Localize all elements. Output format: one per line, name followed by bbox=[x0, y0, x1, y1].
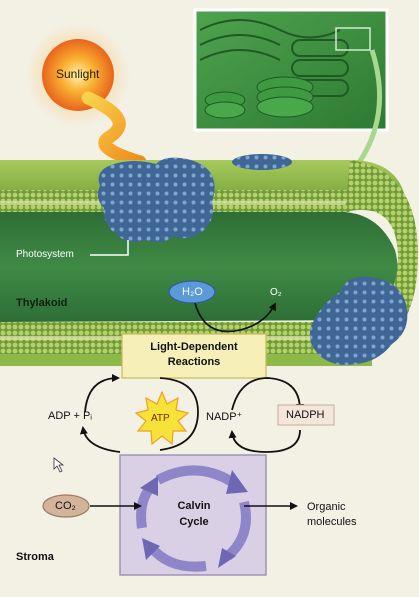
o2-label: O₂ bbox=[270, 287, 282, 298]
light-reactions-subtitle: Reactions bbox=[167, 356, 221, 368]
starburst-icon bbox=[134, 390, 190, 446]
nadp-label: NADP⁺ bbox=[206, 411, 243, 423]
sun-icon bbox=[42, 39, 114, 111]
h2o-badge bbox=[168, 280, 216, 304]
co2-badge bbox=[42, 494, 90, 518]
cursor-arrow-icon bbox=[53, 457, 65, 473]
h2o-label: H₂O bbox=[182, 286, 203, 298]
co2-label: CO₂ bbox=[55, 500, 76, 512]
atp-synthase-protein bbox=[309, 276, 408, 365]
calvin-title: Calvin bbox=[177, 500, 211, 512]
nadph-box bbox=[277, 404, 335, 426]
light-reactions-title: Light-Dependent bbox=[150, 341, 238, 353]
adp-pi-label: ADP + Pᵢ bbox=[48, 410, 93, 422]
photosystem-protein bbox=[97, 157, 215, 243]
sunlight-label: Sunlight bbox=[56, 67, 100, 81]
chloroplast-inset bbox=[193, 8, 389, 132]
nadph-label: NADPH bbox=[286, 409, 325, 421]
thylakoid-label: Thylakoid bbox=[16, 297, 68, 309]
atp-label: ATP bbox=[151, 413, 170, 424]
zoom-arrow bbox=[349, 49, 383, 176]
light-reactions-box bbox=[121, 333, 267, 379]
photosystem-label: Photosystem bbox=[16, 249, 74, 260]
stroma-label: Stroma bbox=[16, 551, 54, 563]
water-split-arrow bbox=[194, 302, 276, 333]
molecules-label: molecules bbox=[307, 516, 357, 528]
sunlight-beam bbox=[81, 91, 147, 169]
organic-label: Organic bbox=[307, 501, 346, 513]
small-protein bbox=[232, 154, 292, 170]
calvin-subtitle: Cycle bbox=[179, 516, 209, 528]
